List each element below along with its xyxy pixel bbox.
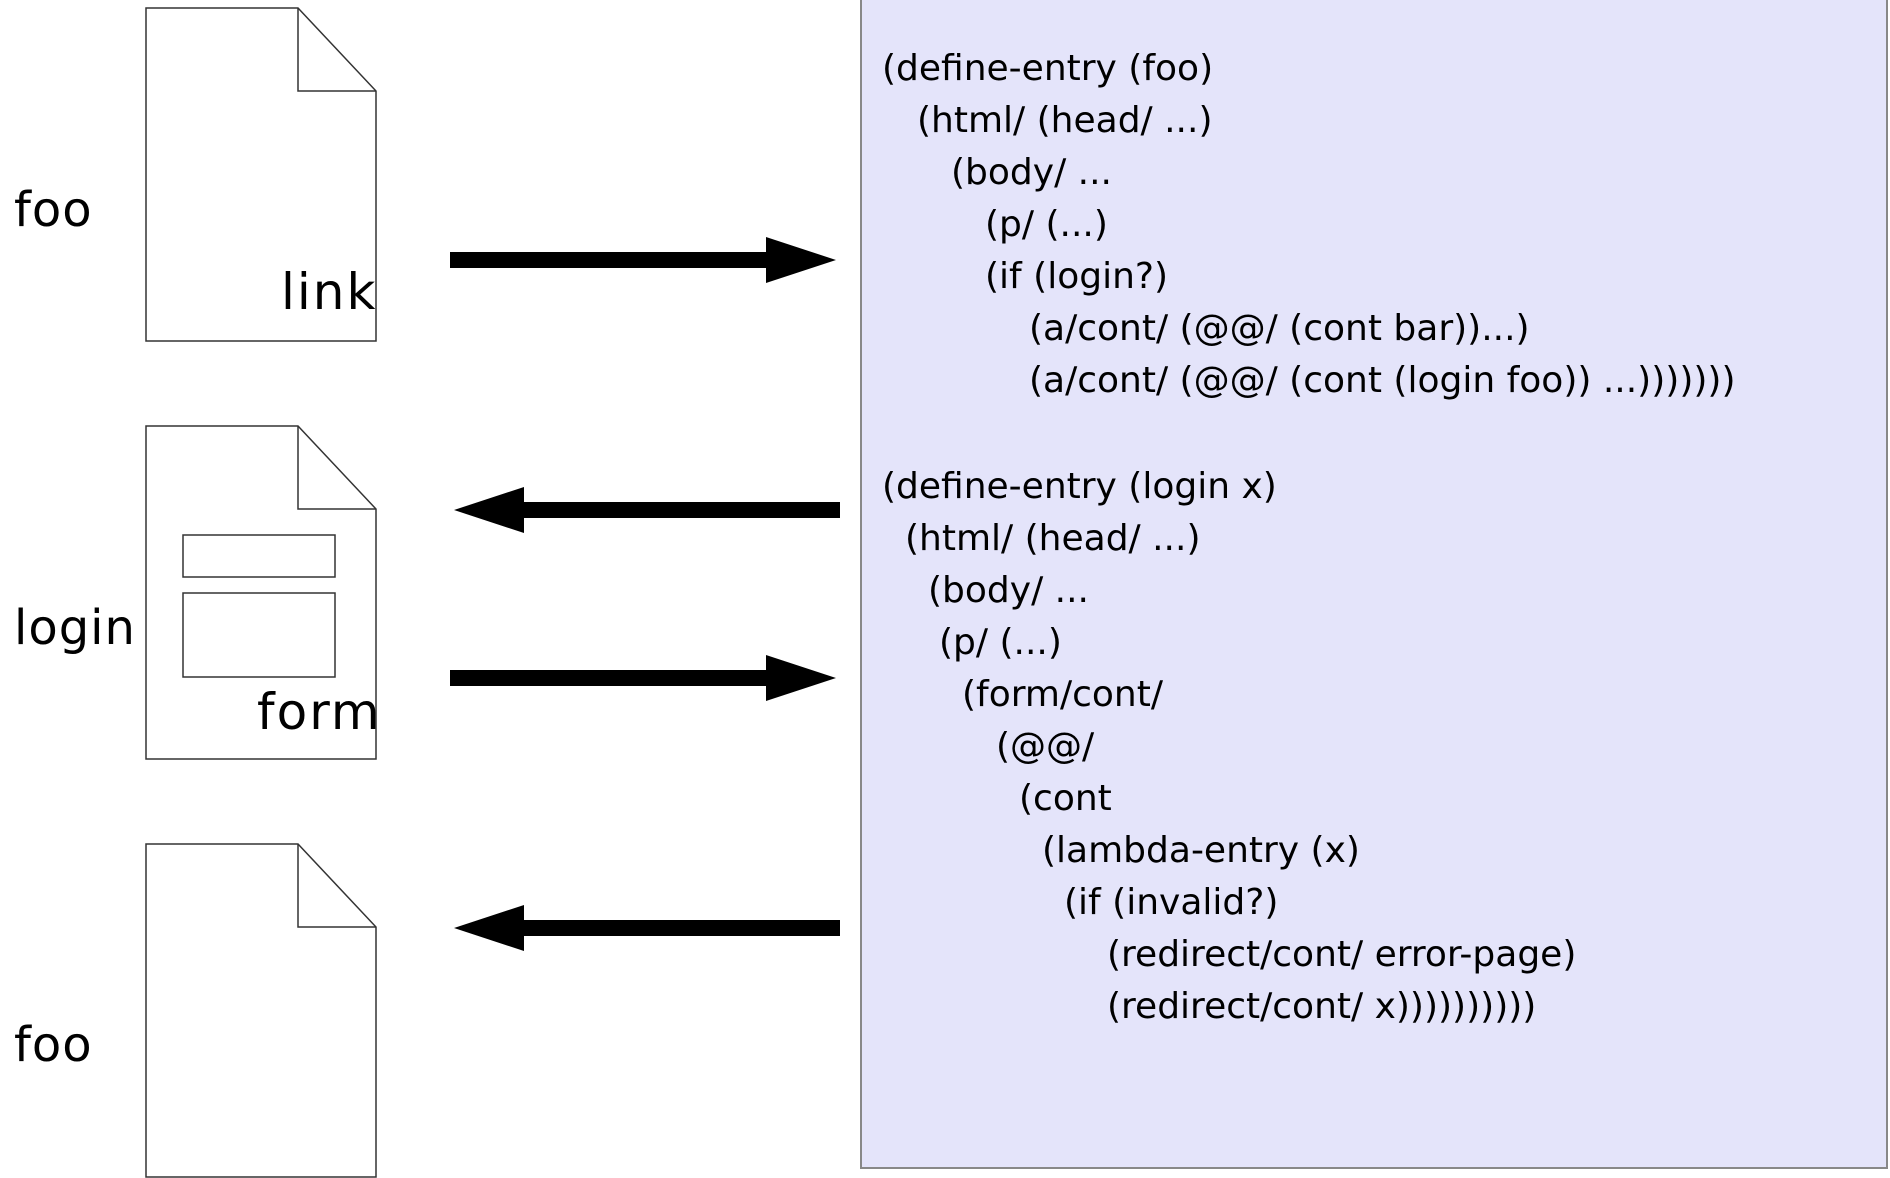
arrow-left-foo-page [454, 905, 840, 951]
form-field-multi-line [182, 592, 336, 678]
code-line: (lambda-entry (x) [1042, 830, 1360, 871]
document-icon-login: form [145, 425, 380, 760]
arrow-right-form [450, 655, 836, 701]
code-line: (form/cont/ [962, 674, 1163, 715]
code-line: (@@/ [996, 726, 1095, 767]
code-line: (html/ (head/ ...) [905, 518, 1201, 559]
code-line: (p/ (...) [985, 204, 1108, 245]
page-label-foo-2: foo [14, 1017, 93, 1073]
code-line: (body/ ... [928, 570, 1089, 611]
code-line: (p/ (...) [939, 622, 1062, 663]
arrow-left-login-page [454, 487, 840, 533]
form-field-single-line [182, 534, 336, 578]
code-line: (define-entry (foo) [882, 48, 1214, 89]
page-label-foo-1: foo [14, 182, 93, 238]
document-icon-foo-result [145, 843, 378, 1178]
code-line: (cont [1019, 778, 1112, 819]
code-line: (redirect/cont/ x)))))))))) [1107, 986, 1537, 1027]
code-line: (a/cont/ (@@/ (cont (login foo)) ...))))… [1029, 360, 1736, 401]
code-line: (define-entry (login x) [882, 466, 1277, 507]
code-line: (html/ (head/ ...) [917, 100, 1213, 141]
code-line: (if (login?) [985, 256, 1169, 297]
code-panel: (define-entry (foo) (html/ (head/ ...) (… [860, 0, 1888, 1169]
code-line: (a/cont/ (@@/ (cont bar))...) [1029, 308, 1530, 349]
form-caption: form [257, 683, 382, 741]
page-label-login: login [14, 600, 136, 656]
link-caption: link [281, 263, 378, 321]
arrow-right-link [450, 237, 836, 283]
code-line: (body/ ... [951, 152, 1112, 193]
code-line: (if (invalid?) [1064, 882, 1279, 923]
document-icon-foo: link [145, 7, 378, 342]
code-line: (redirect/cont/ error-page) [1107, 934, 1577, 975]
